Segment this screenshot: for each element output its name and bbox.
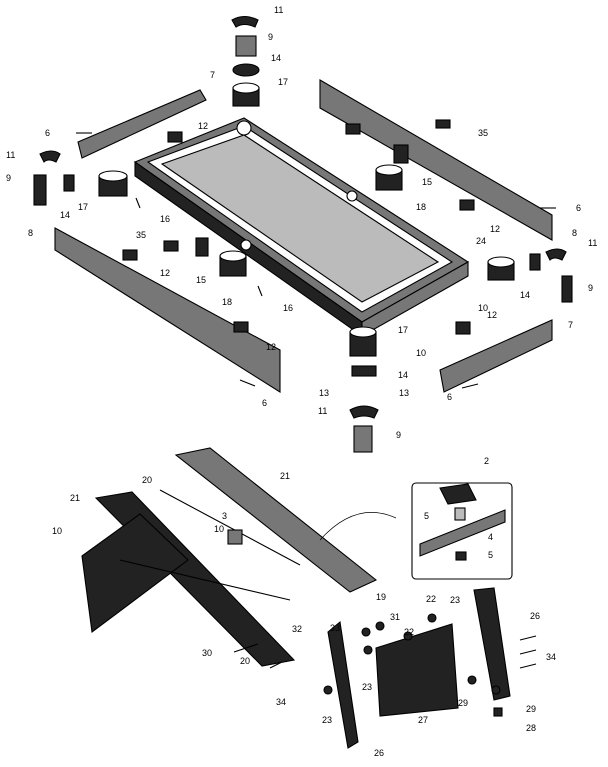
part-label: 12 bbox=[490, 224, 500, 234]
part-label: 6 bbox=[45, 128, 50, 138]
part-label: 26 bbox=[530, 611, 540, 621]
part-label: 6 bbox=[447, 392, 452, 402]
part-label: 28 bbox=[526, 723, 536, 733]
part-label: 6 bbox=[576, 203, 581, 213]
part-label: 9 bbox=[396, 430, 401, 440]
part-label: 14 bbox=[271, 53, 281, 63]
part-label: 35 bbox=[478, 128, 488, 138]
part-label: 23 bbox=[362, 682, 372, 692]
part-label: 18 bbox=[222, 297, 232, 307]
part-label: 16 bbox=[160, 214, 170, 224]
part-label: 12 bbox=[487, 310, 497, 320]
part-label: 16 bbox=[283, 303, 293, 313]
part-label: 10 bbox=[52, 526, 62, 536]
part-label: 26 bbox=[374, 748, 384, 758]
part-label: 14 bbox=[520, 290, 530, 300]
part-label: 29 bbox=[526, 704, 536, 714]
part-label: 33 bbox=[330, 623, 340, 633]
table-frame-part bbox=[133, 117, 470, 338]
washers-part bbox=[323, 613, 503, 717]
part-label: 20 bbox=[240, 656, 250, 666]
part-label: 32 bbox=[292, 624, 302, 634]
rail-8-right-part bbox=[319, 79, 553, 241]
part-label: 24 bbox=[476, 236, 486, 246]
base-frame-part bbox=[81, 447, 378, 667]
part-label: 13 bbox=[319, 388, 329, 398]
part-label: 12 bbox=[198, 121, 208, 131]
part-label: 27 bbox=[418, 715, 428, 725]
bolts-part bbox=[76, 132, 556, 389]
part-label: 10 bbox=[214, 524, 224, 534]
part-label: 4 bbox=[488, 532, 493, 542]
part-label: 3 bbox=[222, 511, 227, 521]
part-label: 12 bbox=[160, 268, 170, 278]
bottom-leg-stack-part bbox=[349, 365, 379, 453]
part-label: 12 bbox=[266, 342, 276, 352]
part-label: 19 bbox=[376, 592, 386, 602]
panel-part bbox=[375, 623, 459, 717]
part-label: 9 bbox=[268, 32, 273, 42]
part-label: 10 bbox=[416, 348, 426, 358]
part-label: 21 bbox=[280, 471, 290, 481]
part-label: 5 bbox=[424, 511, 429, 521]
part-label: 7 bbox=[210, 70, 215, 80]
part-label: 35 bbox=[136, 230, 146, 240]
part-label: 2 bbox=[484, 456, 489, 466]
part-label: 29 bbox=[458, 698, 468, 708]
part-label: 8 bbox=[28, 228, 33, 238]
part-label: 17 bbox=[78, 202, 88, 212]
part-label: 9 bbox=[588, 283, 593, 293]
part-label: 11 bbox=[588, 238, 597, 248]
inset-detail-part bbox=[319, 482, 513, 580]
part-label: 7 bbox=[568, 320, 573, 330]
part-label: 15 bbox=[422, 177, 432, 187]
part-label: 23 bbox=[450, 595, 460, 605]
part-label: 30 bbox=[202, 648, 212, 658]
screws-part bbox=[233, 635, 537, 669]
part-label: 21 bbox=[70, 493, 80, 503]
top-leg-stack-part bbox=[231, 15, 260, 107]
cups-part bbox=[219, 164, 515, 357]
part-label: 31 bbox=[390, 612, 400, 622]
left-leg-stack-part bbox=[33, 150, 128, 206]
rail-8-left-part bbox=[54, 227, 281, 393]
part-label: 6 bbox=[262, 398, 267, 408]
part-label: 14 bbox=[60, 210, 70, 220]
part-label: 18 bbox=[416, 202, 426, 212]
part-label: 5 bbox=[488, 550, 493, 560]
part-label: 20 bbox=[142, 475, 152, 485]
part-label: 23 bbox=[322, 715, 332, 725]
part-label: 17 bbox=[398, 325, 408, 335]
part-label: 10 bbox=[478, 303, 488, 313]
rail-7-top-left-part bbox=[77, 89, 207, 159]
part-label: 34 bbox=[546, 652, 556, 662]
part-label: 9 bbox=[6, 173, 11, 183]
leg-brackets-part bbox=[327, 587, 511, 749]
rail-7-bottom-right-part bbox=[439, 319, 553, 393]
part-label: 34 bbox=[276, 697, 286, 707]
brackets-part bbox=[122, 119, 475, 335]
part-label: 13 bbox=[399, 388, 409, 398]
right-leg-stack-part bbox=[529, 248, 573, 303]
part-label: 14 bbox=[398, 370, 408, 380]
part-label: 11 bbox=[6, 150, 15, 160]
part-number-labels: 11 9 14 17 7 12 35 6 11 9 14 17 16 15 18… bbox=[6, 5, 597, 758]
part-label: 22 bbox=[404, 627, 414, 637]
part-label: 11 bbox=[274, 5, 283, 15]
part-label: 22 bbox=[426, 594, 436, 604]
part-label: 15 bbox=[196, 275, 206, 285]
part-label: 8 bbox=[572, 228, 577, 238]
part-label: 17 bbox=[278, 77, 288, 87]
part-label: 11 bbox=[318, 406, 327, 416]
